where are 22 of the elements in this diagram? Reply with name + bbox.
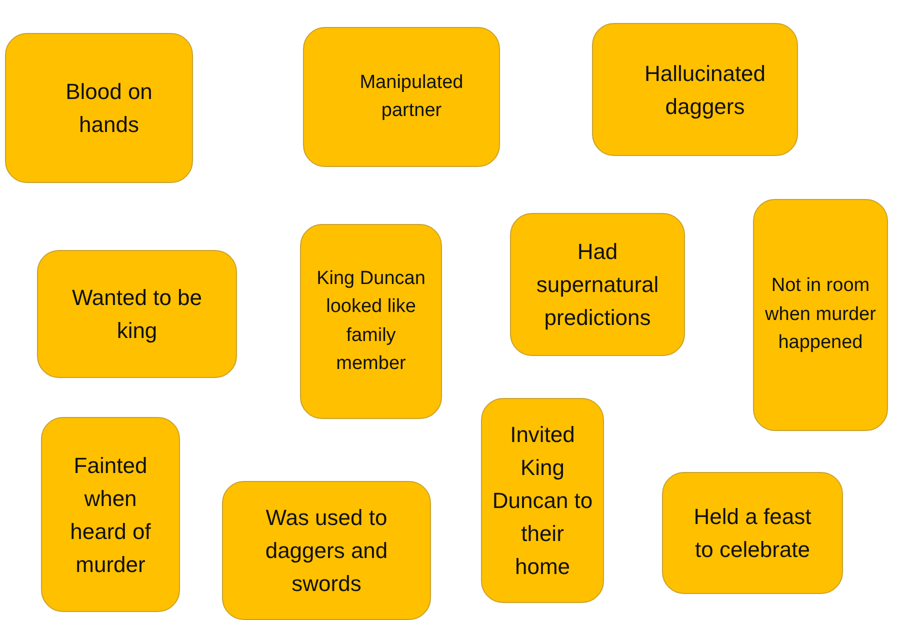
- box-text: Had supernatural predictions: [535, 238, 660, 332]
- rounded-box: [510, 213, 685, 356]
- box-text: Not in room when murder happened: [764, 274, 877, 356]
- box-text: Blood on hands: [64, 78, 154, 139]
- box-text: Held a feast to celebrate: [692, 503, 812, 564]
- rounded-box: [481, 398, 604, 603]
- rounded-box: [222, 481, 431, 620]
- rounded-box: [662, 472, 843, 594]
- box-text: Was used to daggers and swords: [264, 504, 389, 598]
- box-text: Manipulated partner: [358, 70, 464, 123]
- rounded-box: [303, 27, 500, 167]
- box-text: King Duncan looked like family member: [316, 266, 426, 376]
- rounded-box: [37, 250, 237, 378]
- box-text: Fainted when heard of murder: [69, 452, 152, 578]
- rounded-box: [5, 33, 193, 183]
- rounded-box: [300, 224, 442, 419]
- rounded-box: [753, 199, 888, 431]
- box-text: Wanted to be king: [70, 284, 204, 345]
- rounded-box: [592, 23, 798, 156]
- box-text: Hallucinated daggers: [643, 60, 767, 121]
- rounded-box: [41, 417, 180, 612]
- box-text: Invited King Duncan to their home: [492, 421, 593, 581]
